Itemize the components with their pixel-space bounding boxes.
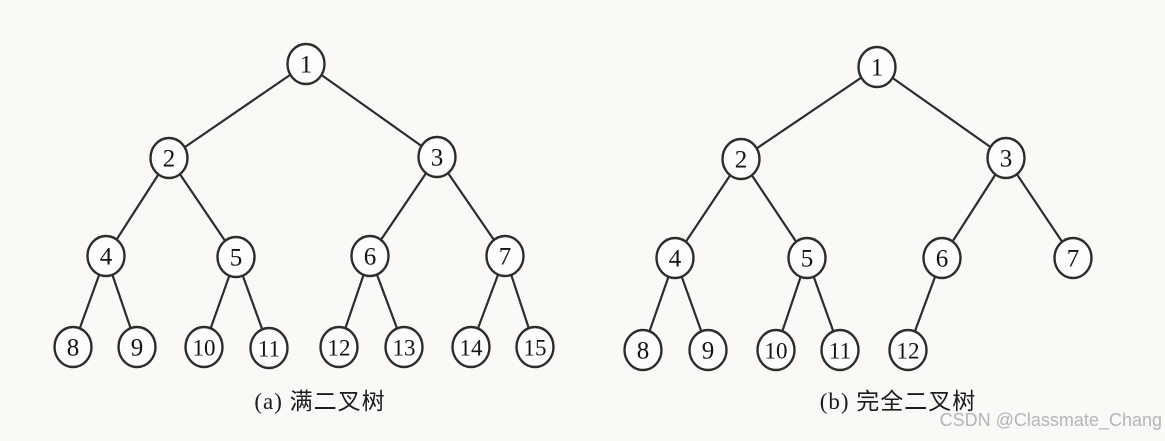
tree-b-node-12: 12 [888, 328, 928, 372]
caption-tree-b: (b) 完全二叉树 [819, 389, 977, 414]
node-circle [888, 328, 928, 372]
node-label: 7 [499, 244, 512, 271]
tree-b-node-10: 10 [756, 328, 796, 372]
node-label: 6 [364, 244, 377, 271]
tree-a-node-7: 7 [485, 234, 525, 278]
tree-a-node-2: 2 [149, 136, 189, 180]
tree-b-node-5: 5 [787, 236, 827, 280]
node-circle [485, 234, 525, 278]
node-circle [623, 328, 663, 372]
node-label: 5 [230, 245, 243, 272]
node-circle [922, 236, 962, 280]
tree-b-edge-1-2 [740, 66, 878, 160]
tree-a-node-11: 11 [249, 326, 289, 370]
node-label: 1 [871, 55, 884, 82]
node-circle [655, 236, 695, 280]
node-circle [249, 326, 289, 370]
node-label: 9 [131, 335, 144, 362]
tree-b-edge-1-3 [876, 66, 1007, 159]
tree-b-node-6: 6 [922, 236, 962, 280]
node-label: 3 [1000, 146, 1013, 173]
node-label: 3 [431, 145, 444, 172]
tree-a-node-8: 8 [53, 325, 93, 369]
node-circle [184, 325, 224, 369]
node-label: 8 [67, 335, 80, 362]
tree-a-node-5: 5 [216, 235, 256, 279]
node-circle [384, 325, 424, 369]
tree-a-node-14: 14 [451, 325, 491, 369]
node-circle [451, 325, 491, 369]
node-circle [149, 136, 189, 180]
node-label: 10 [193, 336, 216, 361]
tree-b-node-4: 4 [655, 236, 695, 280]
node-label: 11 [258, 337, 280, 362]
node-label: 12 [897, 339, 920, 364]
node-label: 5 [801, 246, 814, 273]
node-label: 15 [524, 336, 547, 361]
node-label: 8 [637, 338, 650, 365]
tree-a-node-6: 6 [350, 234, 390, 278]
node-circle [857, 45, 897, 89]
tree-b-node-1: 1 [857, 45, 897, 89]
node-label: 6 [936, 246, 949, 273]
node-circle [286, 42, 326, 86]
tree-a-node-13: 13 [384, 325, 424, 369]
tree-a-node-15: 15 [515, 325, 555, 369]
node-circle [515, 325, 555, 369]
tree-a-node-4: 4 [86, 234, 126, 278]
caption-tree-a: (a) 满二叉树 [254, 389, 386, 414]
tree-a-node-10: 10 [184, 325, 224, 369]
node-circle [756, 328, 796, 372]
node-label: 9 [702, 338, 715, 365]
node-label: 7 [1067, 246, 1080, 273]
tree-b-node-7: 7 [1053, 236, 1093, 280]
tree-b-node-9: 9 [688, 328, 728, 372]
node-circle [787, 236, 827, 280]
node-label: 13 [393, 336, 416, 361]
node-circle [417, 135, 457, 179]
node-circle [53, 325, 93, 369]
node-label: 10 [765, 339, 788, 364]
tree-a-node-12: 12 [319, 325, 359, 369]
tree-a-edge-1-2 [168, 63, 307, 159]
node-label: 1 [300, 52, 313, 79]
tree-b-node-3: 3 [986, 136, 1026, 180]
node-label: 12 [328, 336, 351, 361]
node-circle [986, 136, 1026, 180]
tree-a-node-9: 9 [117, 325, 157, 369]
node-circle [820, 328, 860, 372]
node-label: 4 [669, 246, 682, 273]
tree-b-node-2: 2 [721, 137, 761, 181]
tree-a-edge-1-3 [305, 63, 438, 158]
node-label: 4 [100, 244, 113, 271]
node-circle [350, 234, 390, 278]
node-label: 2 [163, 146, 176, 173]
tree-b-node-8: 8 [623, 328, 663, 372]
node-label: 11 [829, 339, 851, 364]
node-circle [216, 235, 256, 279]
node-circle [688, 328, 728, 372]
tree-b-node-11: 11 [820, 328, 860, 372]
tree-a-node-1: 1 [286, 42, 326, 86]
node-label: 2 [735, 147, 748, 174]
node-circle [319, 325, 359, 369]
tree-a-node-3: 3 [417, 135, 457, 179]
csdn-watermark: CSDN @Classmate_Chang [939, 410, 1162, 430]
node-label: 14 [460, 336, 484, 361]
node-circle [117, 325, 157, 369]
node-circle [1053, 236, 1093, 280]
node-circle [86, 234, 126, 278]
node-circle [721, 137, 761, 181]
